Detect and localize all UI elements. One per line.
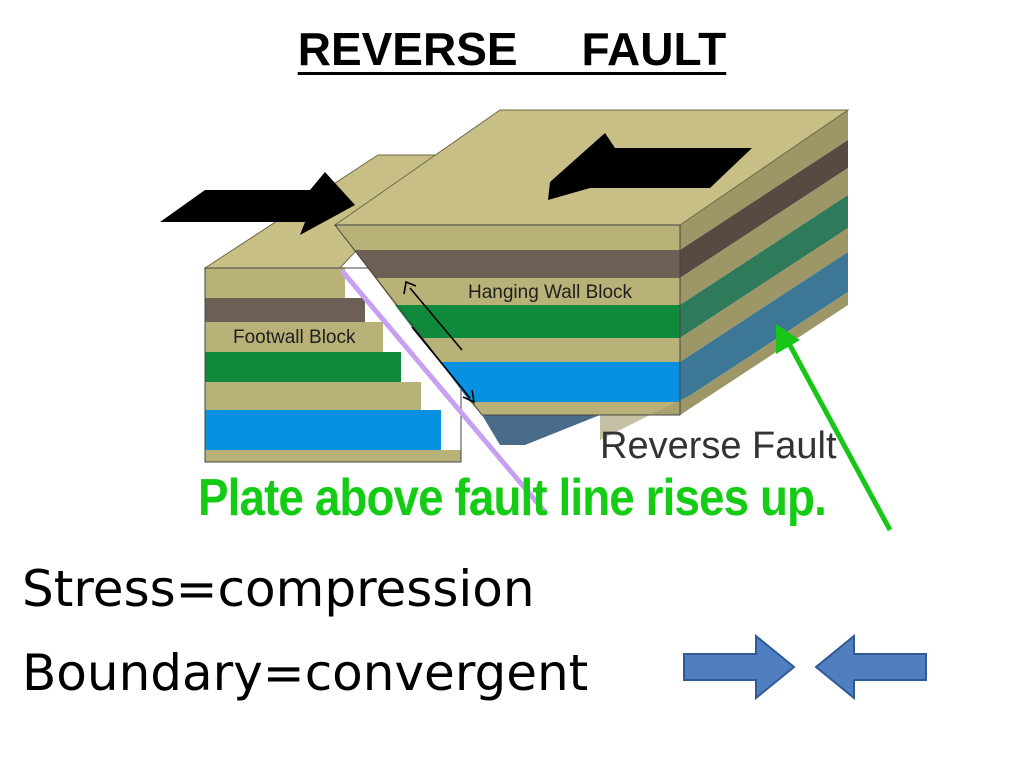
arrow-right-icon <box>160 172 355 235</box>
side-layer-1 <box>680 110 848 250</box>
slip-arrows <box>403 280 476 404</box>
stress-text: Stress=compression <box>22 560 535 618</box>
footwall-layer-4 <box>205 352 401 382</box>
convergent-arrow-left-icon <box>814 633 927 701</box>
convergent-arrows <box>683 633 927 701</box>
footwall-layer-5 <box>205 382 421 410</box>
hanging-layer-5 <box>420 338 680 362</box>
hanging-layer-2 <box>355 250 680 278</box>
side-bottom-shadow <box>600 305 848 440</box>
hanging-layer-1 <box>335 225 680 250</box>
footwall-layer-3 <box>205 322 383 352</box>
footwall-label: Footwall Block <box>233 327 356 348</box>
side-layer-4 <box>680 195 848 338</box>
hanging-fault-face <box>482 415 600 445</box>
arrow-left-icon <box>548 133 752 200</box>
green-pointer-arrow <box>776 324 893 532</box>
fault-type-label: Reverse Fault <box>600 425 837 467</box>
boundary-text: Boundary=convergent <box>22 644 589 702</box>
hanging-layer-3 <box>375 278 680 305</box>
green-arrowhead-icon <box>776 324 800 354</box>
side-layer-5 <box>680 228 848 362</box>
footwall-layer-6 <box>205 410 441 450</box>
caption: Plate above fault line rises up. <box>198 469 827 527</box>
side-layer-6 <box>680 252 848 402</box>
footwall-layer-1 <box>205 268 345 298</box>
footwall-layer-7 <box>205 450 461 462</box>
footwall-layer-2 <box>205 298 365 322</box>
hanging-wall-label: Hanging Wall Block <box>468 282 633 303</box>
hanging-layer-4 <box>395 305 680 338</box>
hanging-layer-7 <box>470 402 680 415</box>
fault-line <box>340 269 548 515</box>
side-layer-3 <box>680 168 848 305</box>
page-title: REVERSE FAULT <box>297 23 727 75</box>
convergent-arrow-right-icon <box>683 633 796 701</box>
side-layer-2 <box>680 140 848 278</box>
hanging-layer-6 <box>440 362 680 402</box>
